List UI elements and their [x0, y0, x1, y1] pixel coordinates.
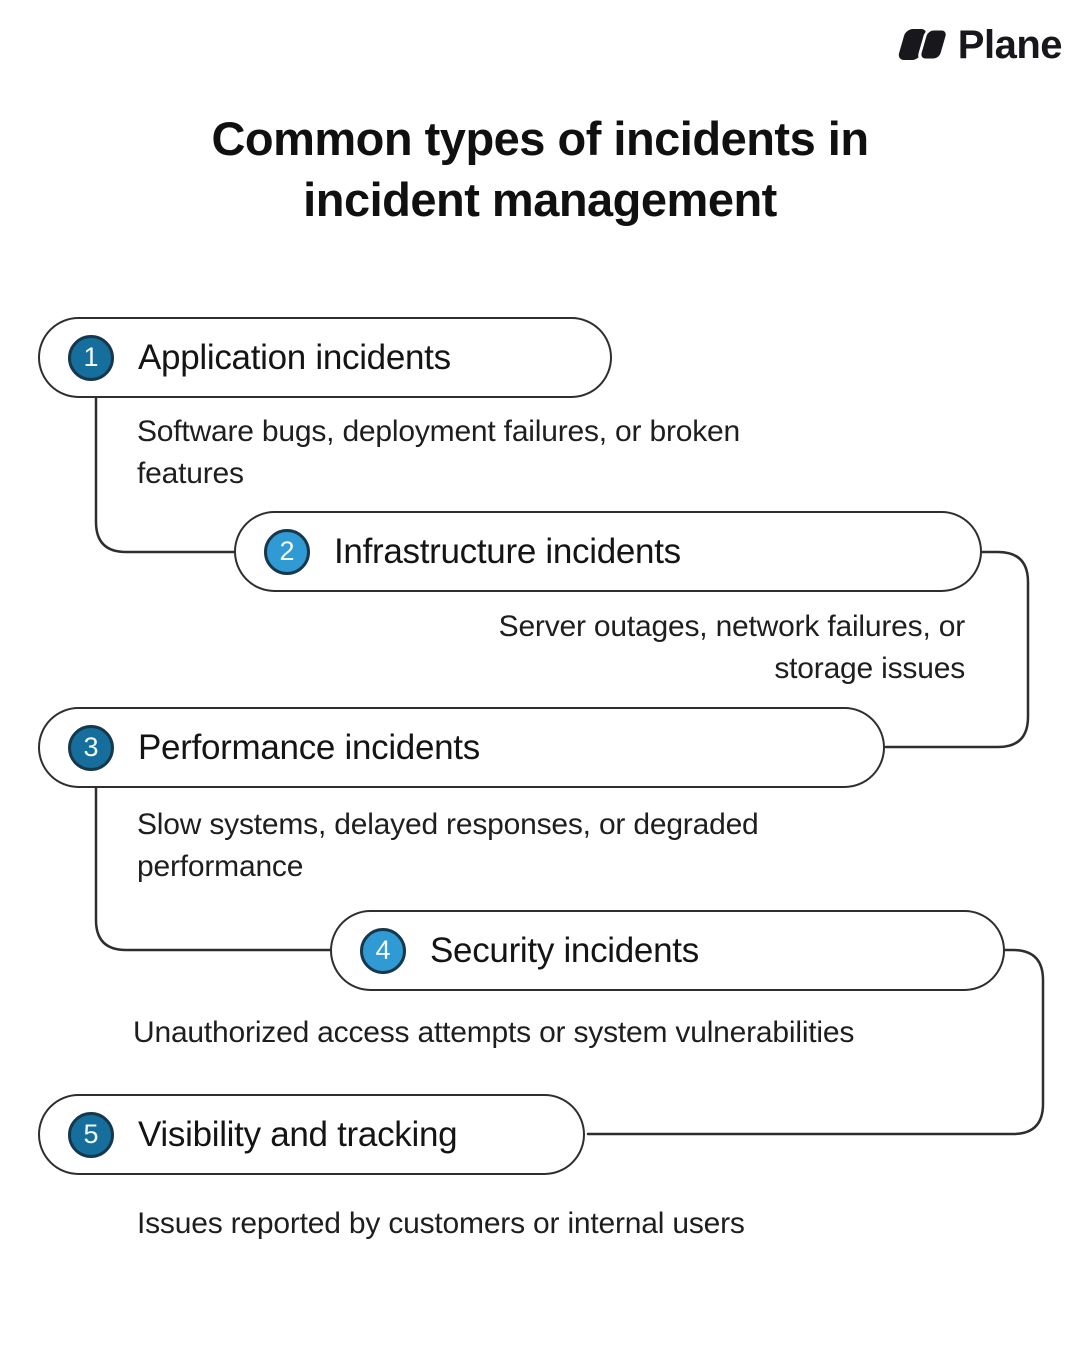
pill-performance-incidents: 3 Performance incidents [38, 707, 885, 788]
description-visibility-and-tracking: Issues reported by customers or internal… [137, 1207, 745, 1240]
page-title-line-1: Common types of incidents in [211, 112, 869, 165]
number-badge-1: 1 [68, 334, 114, 381]
number-badge-3: 3 [68, 724, 114, 771]
description-infrastructure-incidents: Server outages, network failures, or sto… [498, 610, 966, 685]
pill-security-incidents: 4 Security incidents [330, 910, 1005, 991]
connector-line-3-4 [94, 780, 338, 952]
page-title-line-2: incident management [303, 173, 777, 227]
connector-line-2-3 [884, 550, 1030, 749]
number-badge-4: 4 [360, 927, 406, 974]
page-title: Common types of incidents in incident ma… [90, 108, 990, 230]
description-application-incidents: Software bugs, deployment failures, or b… [137, 415, 740, 490]
connector-line-4-5 [586, 948, 1045, 1136]
number-badge-2: 2 [264, 528, 310, 575]
pill-label-infrastructure-incidents: Infrastructure incidents [334, 531, 681, 571]
connector-line-1-2 [94, 388, 242, 554]
pill-application-incidents: 1 Application incidents [38, 317, 612, 398]
plane-logo: Plane [894, 22, 1063, 68]
pill-label-visibility-and-tracking: Visibility and tracking [138, 1114, 458, 1154]
plane-logo-wordmark: Plane [957, 22, 1063, 67]
pill-label-performance-incidents: Performance incidents [138, 727, 480, 767]
description-performance-incidents: Slow systems, delayed responses, or degr… [137, 808, 759, 883]
description-security-incidents: Unauthorized access attempts or system v… [133, 1016, 855, 1049]
pill-label-application-incidents: Application incidents [138, 337, 451, 377]
plane-logo-icon [898, 27, 949, 62]
number-badge-5: 5 [68, 1111, 114, 1158]
pill-infrastructure-incidents: 2 Infrastructure incidents [234, 511, 982, 592]
pill-visibility-and-tracking: 5 Visibility and tracking [38, 1094, 585, 1175]
pill-label-security-incidents: Security incidents [430, 930, 699, 970]
